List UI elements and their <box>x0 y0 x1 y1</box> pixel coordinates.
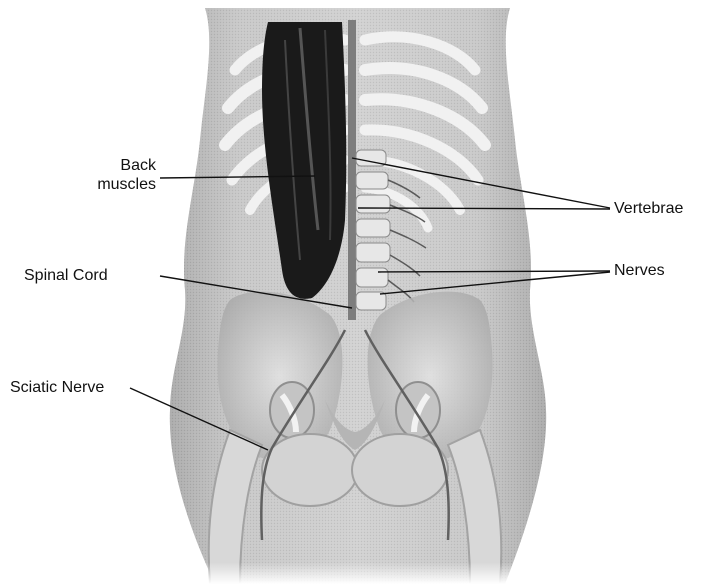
vertebrae-label: Vertebrae <box>614 199 683 218</box>
vertebrae-leader-lower <box>358 208 610 209</box>
sciatic-nerve-label: Sciatic Nerve <box>10 378 104 397</box>
nerves-label: Nerves <box>614 261 665 280</box>
back-muscles-label-line1: Back <box>78 156 156 175</box>
spinal-cord-label: Spinal Cord <box>24 266 108 285</box>
back-muscles-label-line2: muscles <box>78 175 156 194</box>
back-muscles-label: Back muscles <box>78 156 156 194</box>
